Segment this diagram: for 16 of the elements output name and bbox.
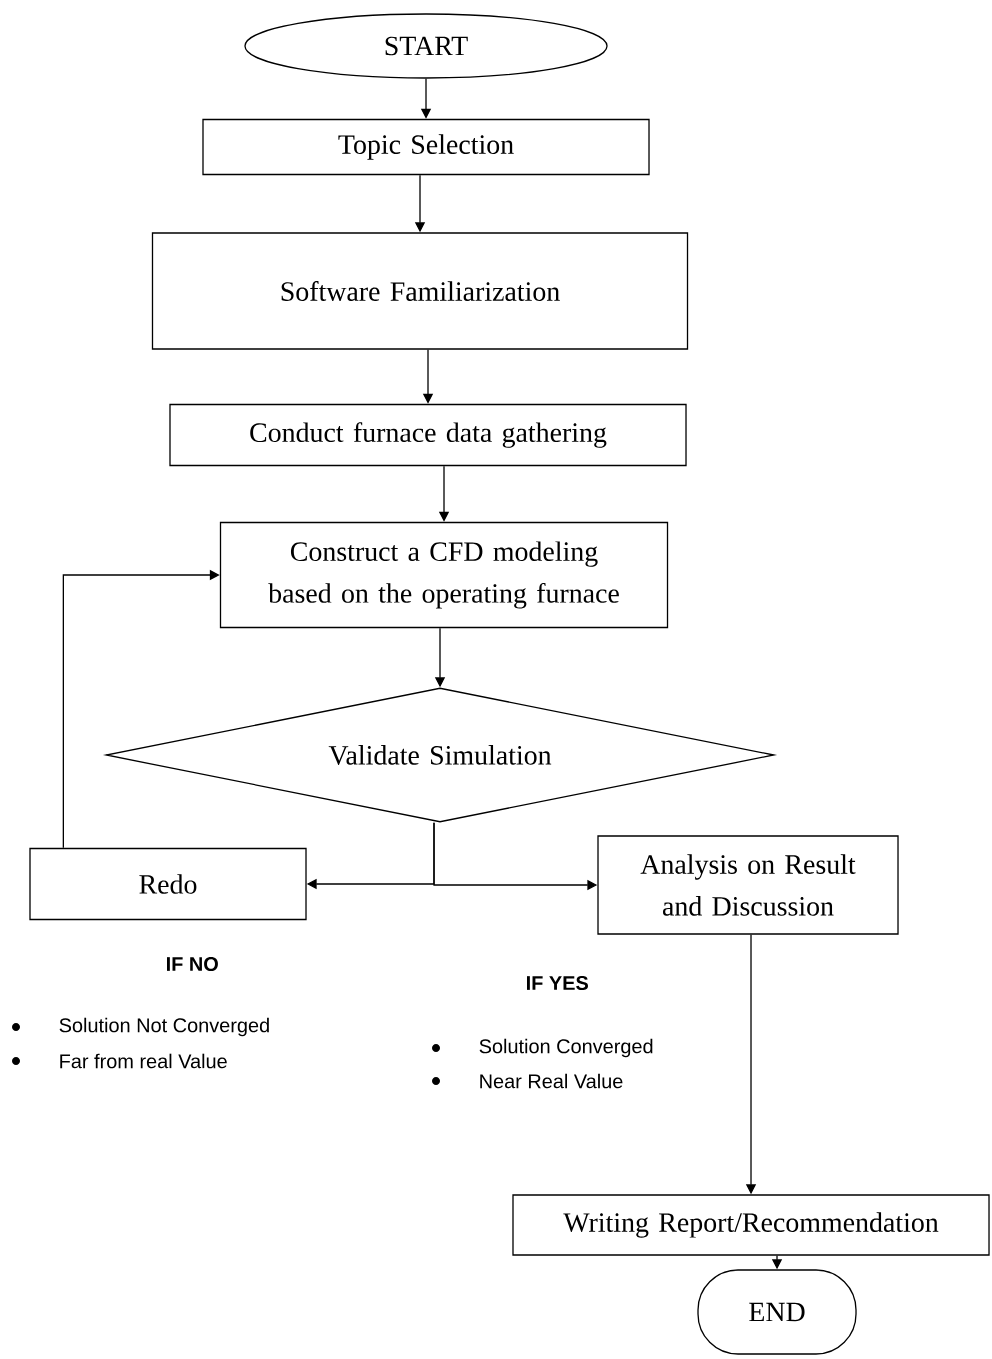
process-box: Conduct furnace data gathering [169,403,687,467]
end-terminal: END [697,1269,857,1355]
process-box: Writing Report/Recommendation [512,1194,990,1256]
list-item: Near Real Value [480,1073,623,1089]
process-box: Topic Selection [202,118,650,176]
list-item: Far from real Value [60,1053,227,1069]
start-oval: START [244,13,608,79]
process-box: Software Familiarization [151,232,689,350]
arrow [62,569,220,849]
list-item: Solution Not Converged [59,1017,269,1037]
process-box: Redo [29,847,307,921]
process-box: Analysis on Result and Discussion [597,835,899,935]
heading-text: IF NO [167,956,218,972]
process-box: Construct a CFD modeling based on the operating furnace [219,521,669,629]
heading-text: IF YES [527,975,588,991]
list-item: Solution Converged [479,1038,653,1058]
